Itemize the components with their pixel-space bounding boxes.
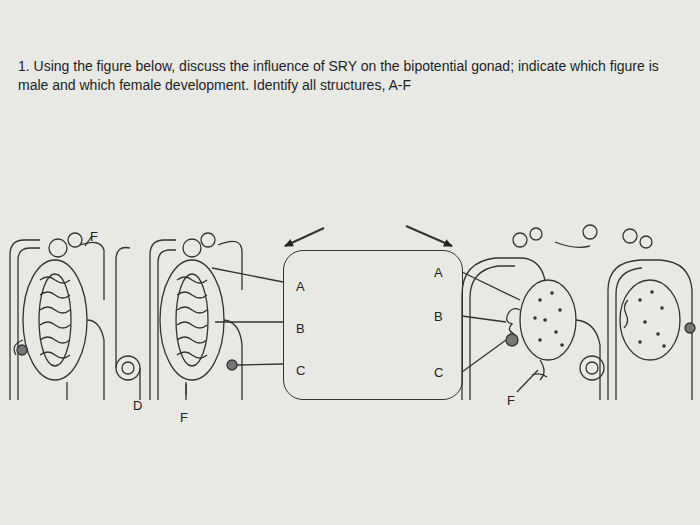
- structure-label: F: [89, 229, 99, 244]
- structure-letter: B: [296, 321, 305, 336]
- structure-letter: C: [434, 365, 443, 380]
- structure-letter: B: [434, 309, 443, 324]
- structure-letter: A: [296, 279, 305, 294]
- question-title: 1. Using the figure below, discuss the i…: [18, 57, 668, 95]
- structure-letter: A: [434, 265, 443, 280]
- structure-label: F: [506, 393, 516, 408]
- structure-label: F: [179, 410, 189, 425]
- structure-letter: C: [296, 363, 305, 378]
- rounded-box: A B C A B C: [283, 250, 463, 400]
- structure-label: D: [132, 398, 143, 413]
